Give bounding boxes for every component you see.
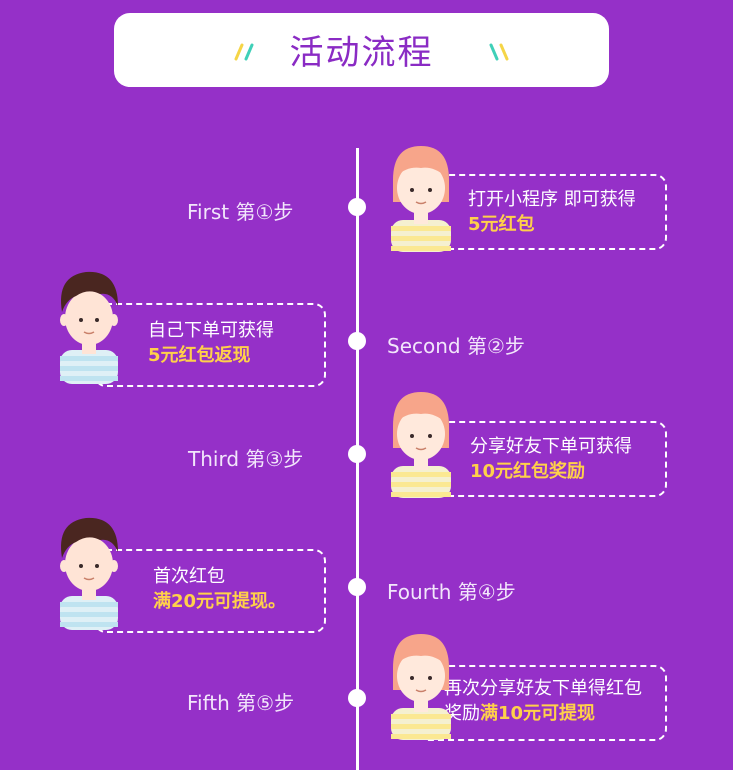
timeline-dot-1: [348, 198, 366, 216]
step-1-text: 打开小程序 即可获得 5元红包: [468, 189, 636, 235]
girl-avatar-icon: [391, 634, 451, 740]
step-3-label: Third 第③步: [188, 447, 304, 471]
step-2-label: Second 第②步: [387, 334, 525, 358]
timeline-dot-4: [348, 578, 366, 596]
timeline-dot-2: [348, 332, 366, 350]
boy-avatar-icon: [60, 271, 118, 384]
boy-avatar-icon: [60, 517, 118, 630]
step-4-text: 首次红包 满20元可提现。: [153, 566, 287, 612]
step-5-text: 再次分享好友下单得红包 奖励满10元可提现: [444, 678, 642, 724]
sparkle-left-icon: [234, 43, 254, 61]
sparkle-right-icon: [489, 43, 509, 61]
step-1-label: First 第①步: [187, 200, 294, 224]
step-5-label: Fifth 第⑤步: [187, 691, 295, 715]
step-4-label: Fourth 第④步: [387, 580, 516, 604]
step-3-text: 分享好友下单可获得 10元红包奖励: [470, 436, 632, 482]
step-2-text: 自己下单可获得 5元红包返现: [148, 320, 274, 366]
timeline-dot-5: [348, 689, 366, 707]
girl-avatar-icon: [391, 146, 451, 252]
page-title: 活动流程: [289, 33, 434, 73]
timeline-dot-3: [348, 445, 366, 463]
girl-avatar-icon: [391, 392, 451, 498]
title-banner: 活动流程: [114, 13, 609, 87]
